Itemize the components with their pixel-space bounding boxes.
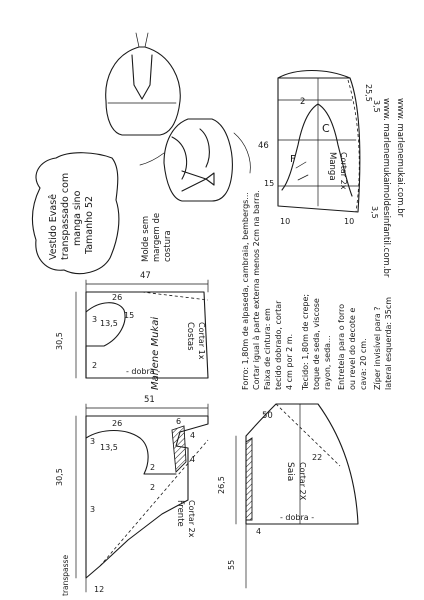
manga-dim-25-5: 25,5 [364, 84, 373, 102]
molde-note: Molde sem margem de costura [141, 213, 173, 262]
materials-line-11: cava: 20 cm. [359, 338, 368, 390]
materials-line-3: Faixa de cintura: em [263, 308, 272, 390]
manga-dim-2: 2 [300, 97, 305, 107]
costas-dim-26: 26 [112, 293, 122, 302]
frente-dim-6: 6 [176, 417, 181, 426]
materials-line-2: Cortar igual à parte externa menos 2cm n… [252, 190, 261, 390]
manga-dim-46: 46 [258, 141, 269, 151]
costas-piece: 47 26 30,5 13,5 3 2 15 - dobra - Costas … [55, 271, 209, 379]
frente-hem-label: transpasse [61, 555, 70, 596]
frente-dim-3: 3 [90, 437, 95, 446]
saia-dim-50: 50 [262, 411, 273, 421]
materials-line-4: tecido dobrado, cortar [274, 300, 283, 390]
costas-name: Costas [185, 322, 195, 351]
frente-cut: Cortar 2x [187, 500, 196, 538]
site-line-2: www. marlenemukaimoldesinfantil.com.br [381, 98, 391, 278]
costas-dim-15: 15 [124, 311, 134, 320]
title-line-1: Vestido Evasê [48, 194, 59, 260]
manga-dim-3-5: 3,5 [372, 100, 381, 113]
saia-dim-4: 4 [256, 527, 261, 536]
molde-note-line-2: margem de [152, 213, 162, 262]
frente-dim-3b: 3 [90, 505, 95, 514]
saia-dim-26-5: 26,5 [217, 476, 226, 494]
costas-dim-30-5: 30,5 [55, 332, 64, 350]
materials-line-9: Entretela para o forro [337, 304, 346, 390]
saia-piece: 50 22 26,5 55 4 - dobra - Saia Cortar 2X [217, 403, 359, 589]
molde-note-line-1: Molde sem [141, 216, 151, 262]
manga-label-c: C [322, 122, 330, 135]
frente-name: Frente [175, 500, 185, 527]
molde-note-line-3: costura [163, 230, 173, 262]
costas-dim-2: 2 [92, 361, 97, 370]
saia-name: Saia [285, 462, 295, 481]
title-line-2: transpassado com [60, 173, 71, 260]
materials-line-12: Zíper invisível para ? [373, 306, 382, 390]
frente-dim-13-5: 13,5 [100, 443, 118, 452]
title-line-4: Tamanho 52 [84, 196, 95, 255]
frente-dim-2: 2 [150, 463, 155, 472]
site-block: www. marlenemukai.com.br www. marlenemuk… [381, 98, 405, 278]
site-line-1: www. marlenemukai.com.br [395, 98, 405, 218]
title-line-3: manga sino [72, 190, 83, 246]
manga-dim-10b: 10 [344, 217, 354, 226]
frente-dim-51: 51 [144, 395, 155, 405]
saia-dobra: - dobra - [280, 513, 314, 522]
materials-line-8: rayon, seda... [323, 335, 332, 390]
frente-dim-30-5: 30,5 [55, 468, 64, 486]
frente-piece: 51 26 30,5 13,5 3 3 6 2 2 4 4 12 transpa… [55, 395, 209, 596]
saia-cut: Cortar 2X [298, 462, 307, 501]
frente-dim-12: 12 [94, 585, 104, 594]
dress-sketch [105, 32, 251, 202]
costas-dim-47: 47 [140, 271, 151, 281]
costas-dim-3: 3 [92, 315, 97, 324]
frente-dim-2b: 2 [150, 483, 155, 492]
frente-dim-4: 4 [190, 431, 195, 440]
materials-line-6: Tecido: 1,80m de crepe; [301, 294, 310, 391]
manga-cut: Cortar 2x [339, 152, 348, 190]
manga-dim-15: 15 [264, 179, 274, 188]
materials-block: Forro: 1,80m de alpaseda, cambraia, bemb… [241, 190, 393, 391]
costas-dim-13-5: 13,5 [100, 319, 118, 328]
manga-label-f: F [290, 154, 296, 165]
saia-dim-22: 22 [312, 453, 322, 462]
manga-dim-3-5b: 3,5 [370, 206, 379, 219]
materials-line-7: toque de seda, viscose [312, 298, 321, 390]
manga-name: Manga [327, 152, 337, 181]
costas-cut: Cortar 1x [197, 322, 206, 360]
frente-dim-26: 26 [112, 419, 122, 428]
saia-dim-55: 55 [227, 560, 236, 570]
manga-piece: 46 25,5 3,5 2 15 10 10 3,5 C F Manga Cor… [258, 70, 381, 226]
signature: Marlene Mukai [150, 317, 161, 390]
materials-line-1: Forro: 1,80m de alpaseda, cambraia, bemb… [241, 192, 250, 390]
materials-line-10: ou revel do decote e [348, 308, 357, 390]
costas-dobra: - dobra - [126, 367, 160, 376]
manga-dim-10: 10 [280, 217, 290, 226]
title-block: Vestido Evasê transpassado com manga sin… [31, 152, 120, 275]
frente-dim-4b: 4 [190, 455, 195, 464]
materials-line-5: 4 cm por 2 m. [285, 334, 294, 390]
materials-line-13: lateral esquerda: 35cm [384, 297, 393, 390]
